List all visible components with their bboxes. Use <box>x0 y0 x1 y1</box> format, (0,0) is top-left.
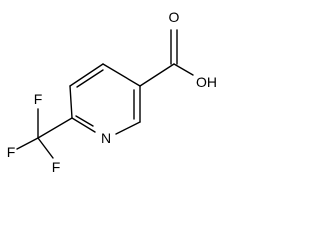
bond-c3-c4-double <box>76 69 104 88</box>
atom-label-ring-nitrogen: N <box>101 130 111 146</box>
bond-n-c2 <box>71 117 96 133</box>
bond-cf3-f-bottom <box>37 137 54 159</box>
atom-label-hydroxyl: OH <box>196 74 217 90</box>
bond-c2-c3 <box>69 85 73 119</box>
atom-label-fluorine-bottom: F <box>52 159 61 175</box>
atom-label-fluorine-top: F <box>34 91 43 107</box>
bond-c2-cf3 <box>37 117 73 139</box>
bond-c3-c4 <box>69 63 104 87</box>
bond-cf3-f-left <box>16 137 39 150</box>
bond-n-c2-double <box>75 115 94 127</box>
atom-label-carbonyl-oxygen: O <box>169 9 180 25</box>
atom-label-fluorine-left: F <box>7 144 16 160</box>
bond-c6-n <box>115 121 141 135</box>
chemical-structure: O OH N F F F <box>7 9 217 175</box>
bond-c4-c5 <box>102 63 141 87</box>
bond-carboxyl-oh <box>173 63 194 76</box>
bond-c5-carboxyl <box>139 63 175 87</box>
